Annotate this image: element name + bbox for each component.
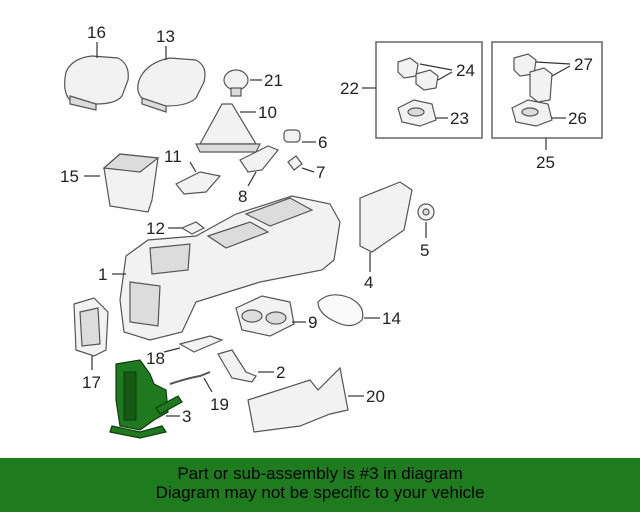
part-19-cable (169, 371, 211, 385)
leader-8 (247, 171, 257, 187)
part-16-armrest-lid (64, 55, 129, 111)
part-14-seal (317, 294, 364, 327)
callout-15: 15 (60, 167, 79, 186)
part-23-switch-bezel (397, 99, 437, 127)
callout-18: 18 (146, 349, 165, 368)
callout-11: 11 (164, 147, 182, 166)
part-11-trim-plate (175, 171, 222, 195)
part-18-bracket (178, 335, 224, 353)
callout-2: 2 (276, 363, 285, 382)
part-17-side-cover (73, 297, 109, 357)
callout-13: 13 (156, 27, 175, 46)
part-15-storage-bin (102, 153, 160, 213)
callout-5: 5 (420, 241, 429, 260)
leader-24b (437, 71, 453, 81)
callout-6: 6 (318, 133, 327, 152)
part-20-mat (247, 366, 349, 433)
part-13-armrest-lid (137, 57, 206, 113)
part-9-cup-holder (235, 295, 295, 337)
part-21-shift-knob (223, 69, 249, 97)
part-4-side-panel (359, 181, 413, 253)
leader-7 (301, 167, 315, 173)
part-27-switch (513, 53, 553, 103)
leader-19 (203, 377, 213, 393)
callout-24: 24 (456, 61, 475, 80)
part-2-bracket (217, 349, 257, 383)
part-5-knob (417, 203, 435, 221)
part-12-pad (180, 221, 206, 235)
part-24-switch (397, 57, 439, 91)
group-box-22 (375, 41, 483, 139)
leader-27a (535, 61, 571, 65)
part-1-console-body (119, 195, 341, 341)
banner-line-1: Part or sub-assembly is #3 in diagram (177, 464, 463, 483)
part-8-bezel (239, 145, 279, 173)
callout-19: 19 (210, 395, 229, 414)
callout-26: 26 (568, 109, 587, 128)
leader-18 (163, 347, 181, 353)
callout-17: 17 (82, 373, 101, 392)
part-7-clip (287, 155, 303, 171)
callout-20: 20 (366, 387, 385, 406)
leader-24a (419, 63, 453, 71)
callout-14: 14 (382, 309, 401, 328)
callout-16: 16 (87, 23, 106, 42)
callout-8: 8 (238, 187, 247, 206)
banner-line-2: Diagram may not be specific to your vehi… (155, 483, 485, 502)
info-banner: Part or sub-assembly is #3 in diagram Di… (0, 458, 640, 512)
callout-27: 27 (574, 55, 593, 74)
callout-7: 7 (316, 163, 325, 182)
group-box-25 (491, 41, 603, 139)
callout-22: 22 (340, 79, 359, 98)
callout-3: 3 (182, 407, 191, 426)
part-6-plug (283, 129, 301, 143)
part-3-highlighted-bracket (109, 359, 183, 439)
callout-10: 10 (258, 103, 277, 122)
leader-27b (551, 65, 571, 77)
callout-23: 23 (450, 109, 469, 128)
parts-diagram: 16 13 21 10 6 7 8 11 (60, 23, 603, 439)
callout-12: 12 (146, 219, 165, 238)
callout-9: 9 (308, 313, 317, 332)
callout-25: 25 (536, 153, 555, 172)
part-26-switch-bezel (511, 99, 553, 127)
callout-21: 21 (264, 71, 283, 90)
leader-11 (189, 161, 197, 173)
part-10-shift-boot (195, 103, 261, 153)
callout-4: 4 (364, 273, 373, 292)
callout-1: 1 (98, 265, 107, 284)
